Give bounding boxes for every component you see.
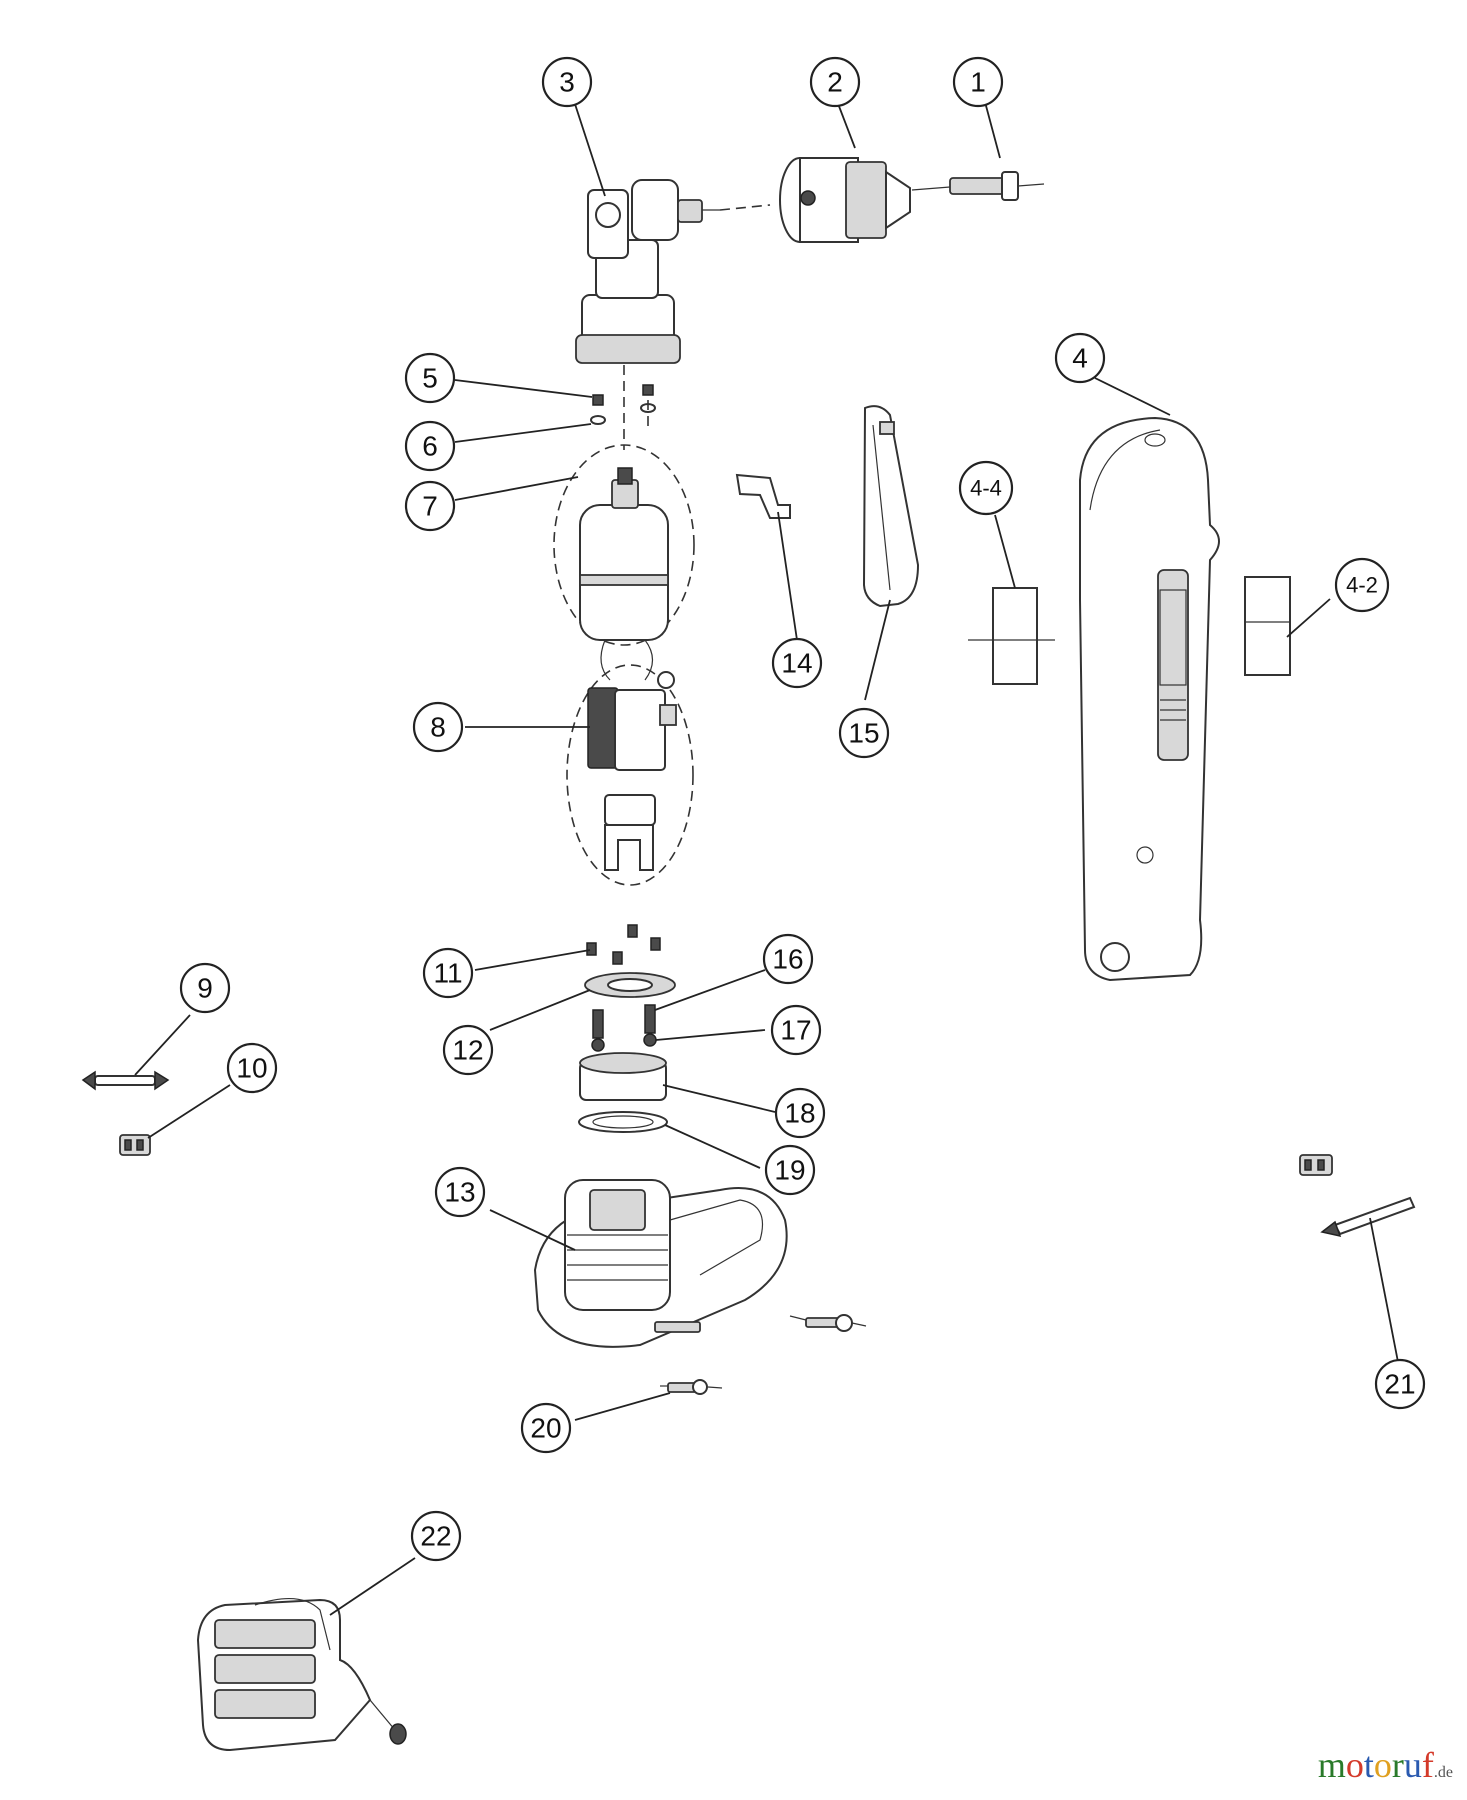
- part-21-bit-clip: [1299, 1154, 1416, 1238]
- part-10-clip: [119, 1134, 151, 1156]
- part-3-gearbox: [575, 179, 771, 450]
- callout-4-2: 4-2: [1334, 557, 1390, 613]
- callout-18-label: 18: [784, 1098, 815, 1129]
- callout-12: 12: [442, 1024, 494, 1076]
- watermark-suffix: .de: [1433, 1764, 1453, 1781]
- watermark-letter: o: [1345, 1745, 1364, 1785]
- watermark-letter: m: [1317, 1745, 1346, 1785]
- callout-2: 2: [809, 56, 861, 108]
- callout-3-label: 3: [559, 67, 575, 98]
- callout-4-2-label: 4-2: [1346, 573, 1378, 598]
- leader-5: [454, 379, 593, 398]
- part-4-main-housing: [1079, 416, 1220, 982]
- part-14-lever: [735, 473, 791, 519]
- part-1-screw: [911, 171, 1045, 201]
- callout-17: 17: [770, 1004, 822, 1056]
- leader-22: [329, 1557, 416, 1616]
- callout-6: 6: [404, 420, 456, 472]
- callout-5: 5: [404, 352, 456, 404]
- callout-15: 15: [838, 707, 890, 759]
- leader-4: [1094, 377, 1171, 416]
- part-7-motor: [553, 444, 695, 681]
- part-5-6-screws: [590, 384, 656, 430]
- leader-20: [574, 1392, 671, 1421]
- leader-17: [655, 1029, 766, 1041]
- part-8-switch: [566, 664, 694, 886]
- part-2-chuck: [779, 157, 911, 243]
- callout-16-label: 16: [772, 944, 803, 975]
- callout-9: 9: [179, 962, 231, 1014]
- callout-22: 22: [410, 1510, 462, 1562]
- leader-15: [864, 599, 891, 701]
- callout-11: 11: [422, 947, 474, 999]
- part-15-side-cover: [862, 405, 920, 608]
- leader-10: [147, 1084, 231, 1139]
- callout-5-label: 5: [422, 363, 438, 394]
- callout-8-label: 8: [430, 712, 446, 743]
- callout-8: 8: [412, 701, 464, 753]
- watermark-letter: r: [1391, 1745, 1404, 1785]
- callout-13-label: 13: [444, 1177, 475, 1208]
- callout-21: 21: [1374, 1358, 1426, 1410]
- part-22-battery: [196, 1597, 407, 1752]
- leader-3: [573, 100, 606, 197]
- callout-20-label: 20: [530, 1413, 561, 1444]
- callout-11-label: 11: [433, 958, 462, 989]
- callout-14-label: 14: [781, 648, 812, 679]
- callout-19: 19: [764, 1144, 816, 1196]
- callout-9-label: 9: [197, 973, 213, 1004]
- leader-12: [489, 989, 591, 1031]
- callout-4: 4: [1054, 332, 1106, 384]
- callout-22-label: 22: [420, 1521, 451, 1552]
- part-20-screws: [660, 1314, 867, 1395]
- callout-20: 20: [520, 1402, 572, 1454]
- callout-10-label: 10: [236, 1053, 267, 1084]
- leader-13: [489, 1209, 576, 1251]
- callout-13: 13: [434, 1166, 486, 1218]
- leader-6: [454, 423, 592, 443]
- callout-1-label: 1: [970, 67, 986, 98]
- part-13-base-housing: [533, 1179, 788, 1348]
- callout-4-label: 4: [1072, 343, 1088, 374]
- callout-10: 10: [226, 1042, 278, 1094]
- watermark-letter: o: [1373, 1745, 1392, 1785]
- leader-19: [664, 1124, 761, 1169]
- leader-16: [654, 969, 766, 1011]
- leader-2: [836, 100, 856, 149]
- callout-15-label: 15: [848, 718, 879, 749]
- callout-21-label: 21: [1384, 1369, 1415, 1400]
- watermark-letter: t: [1363, 1745, 1374, 1785]
- callout-18: 18: [774, 1087, 826, 1139]
- callout-12-label: 12: [452, 1035, 483, 1066]
- leader-18: [662, 1084, 776, 1113]
- part-9-bit: [81, 1070, 170, 1091]
- leader-7: [454, 476, 579, 501]
- callout-3: 3: [541, 56, 593, 108]
- callout-7: 7: [404, 480, 456, 532]
- callout-4-4: 4-4: [958, 460, 1014, 516]
- callout-1: 1: [952, 56, 1004, 108]
- motoruf-watermark: motoruf.de: [1318, 1744, 1453, 1786]
- leader-lines: [134, 100, 1399, 1616]
- callout-7-label: 7: [422, 491, 438, 522]
- leader-11: [474, 949, 591, 971]
- callout-14: 14: [771, 637, 823, 689]
- label-plates: [968, 576, 1291, 685]
- leader-9: [134, 1014, 191, 1076]
- callout-4-4-label: 4-4: [970, 476, 1002, 501]
- watermark-letter: f: [1421, 1745, 1434, 1785]
- leader-1: [984, 101, 1001, 159]
- leader-21: [1369, 1217, 1399, 1363]
- watermark-letter: u: [1403, 1745, 1422, 1785]
- leader-4-2: [1286, 598, 1331, 638]
- callout-17-label: 17: [780, 1015, 811, 1046]
- callout-2-label: 2: [827, 67, 843, 98]
- leader-14: [777, 511, 798, 641]
- callout-16: 16: [762, 933, 814, 985]
- leader-4-4: [994, 514, 1016, 589]
- callout-6-label: 6: [422, 431, 438, 462]
- callout-19-label: 19: [774, 1155, 805, 1186]
- part-clutch-stack: [578, 924, 676, 1133]
